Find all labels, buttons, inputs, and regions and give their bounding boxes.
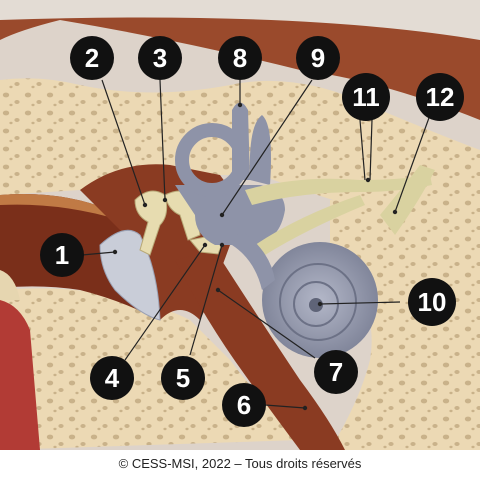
marker-12: 12	[416, 73, 464, 121]
leader-dot-9	[220, 213, 224, 217]
leader-dot-8	[238, 103, 242, 107]
marker-10-label: 10	[418, 287, 447, 317]
marker-6-label: 6	[237, 390, 251, 420]
leader-dot-5	[220, 243, 224, 247]
marker-4: 4	[90, 356, 134, 400]
marker-4-label: 4	[105, 363, 120, 393]
marker-10: 10	[408, 278, 456, 326]
marker-11: 11	[342, 73, 390, 121]
leader-dot-10	[318, 302, 322, 306]
leader-dot-7	[216, 288, 220, 292]
leader-dot-2	[143, 203, 147, 207]
marker-8: 8	[218, 36, 262, 80]
leader-dot-6	[303, 406, 307, 410]
marker-12-label: 12	[426, 82, 455, 112]
marker-1-label: 1	[55, 240, 69, 270]
leader-dot-1	[113, 250, 117, 254]
marker-3-label: 3	[153, 43, 167, 73]
marker-5: 5	[161, 356, 205, 400]
marker-2: 2	[70, 36, 114, 80]
marker-5-label: 5	[176, 363, 190, 393]
marker-7: 7	[314, 350, 358, 394]
leader-dot-11	[366, 178, 370, 182]
marker-7-label: 7	[329, 357, 343, 387]
marker-9-label: 9	[311, 43, 325, 73]
leader-dot-3	[163, 198, 167, 202]
marker-3: 3	[138, 36, 182, 80]
marker-2-label: 2	[85, 43, 99, 73]
marker-11-label: 11	[352, 82, 380, 112]
marker-1: 1	[40, 233, 84, 277]
copyright-notice: © CESS-MSI, 2022 – Tous droits réservés	[0, 456, 480, 471]
marker-9: 9	[296, 36, 340, 80]
leader-dot-4	[203, 243, 207, 247]
marker-8-label: 8	[233, 43, 247, 73]
leader-dot-12	[393, 210, 397, 214]
marker-6: 6	[222, 383, 266, 427]
